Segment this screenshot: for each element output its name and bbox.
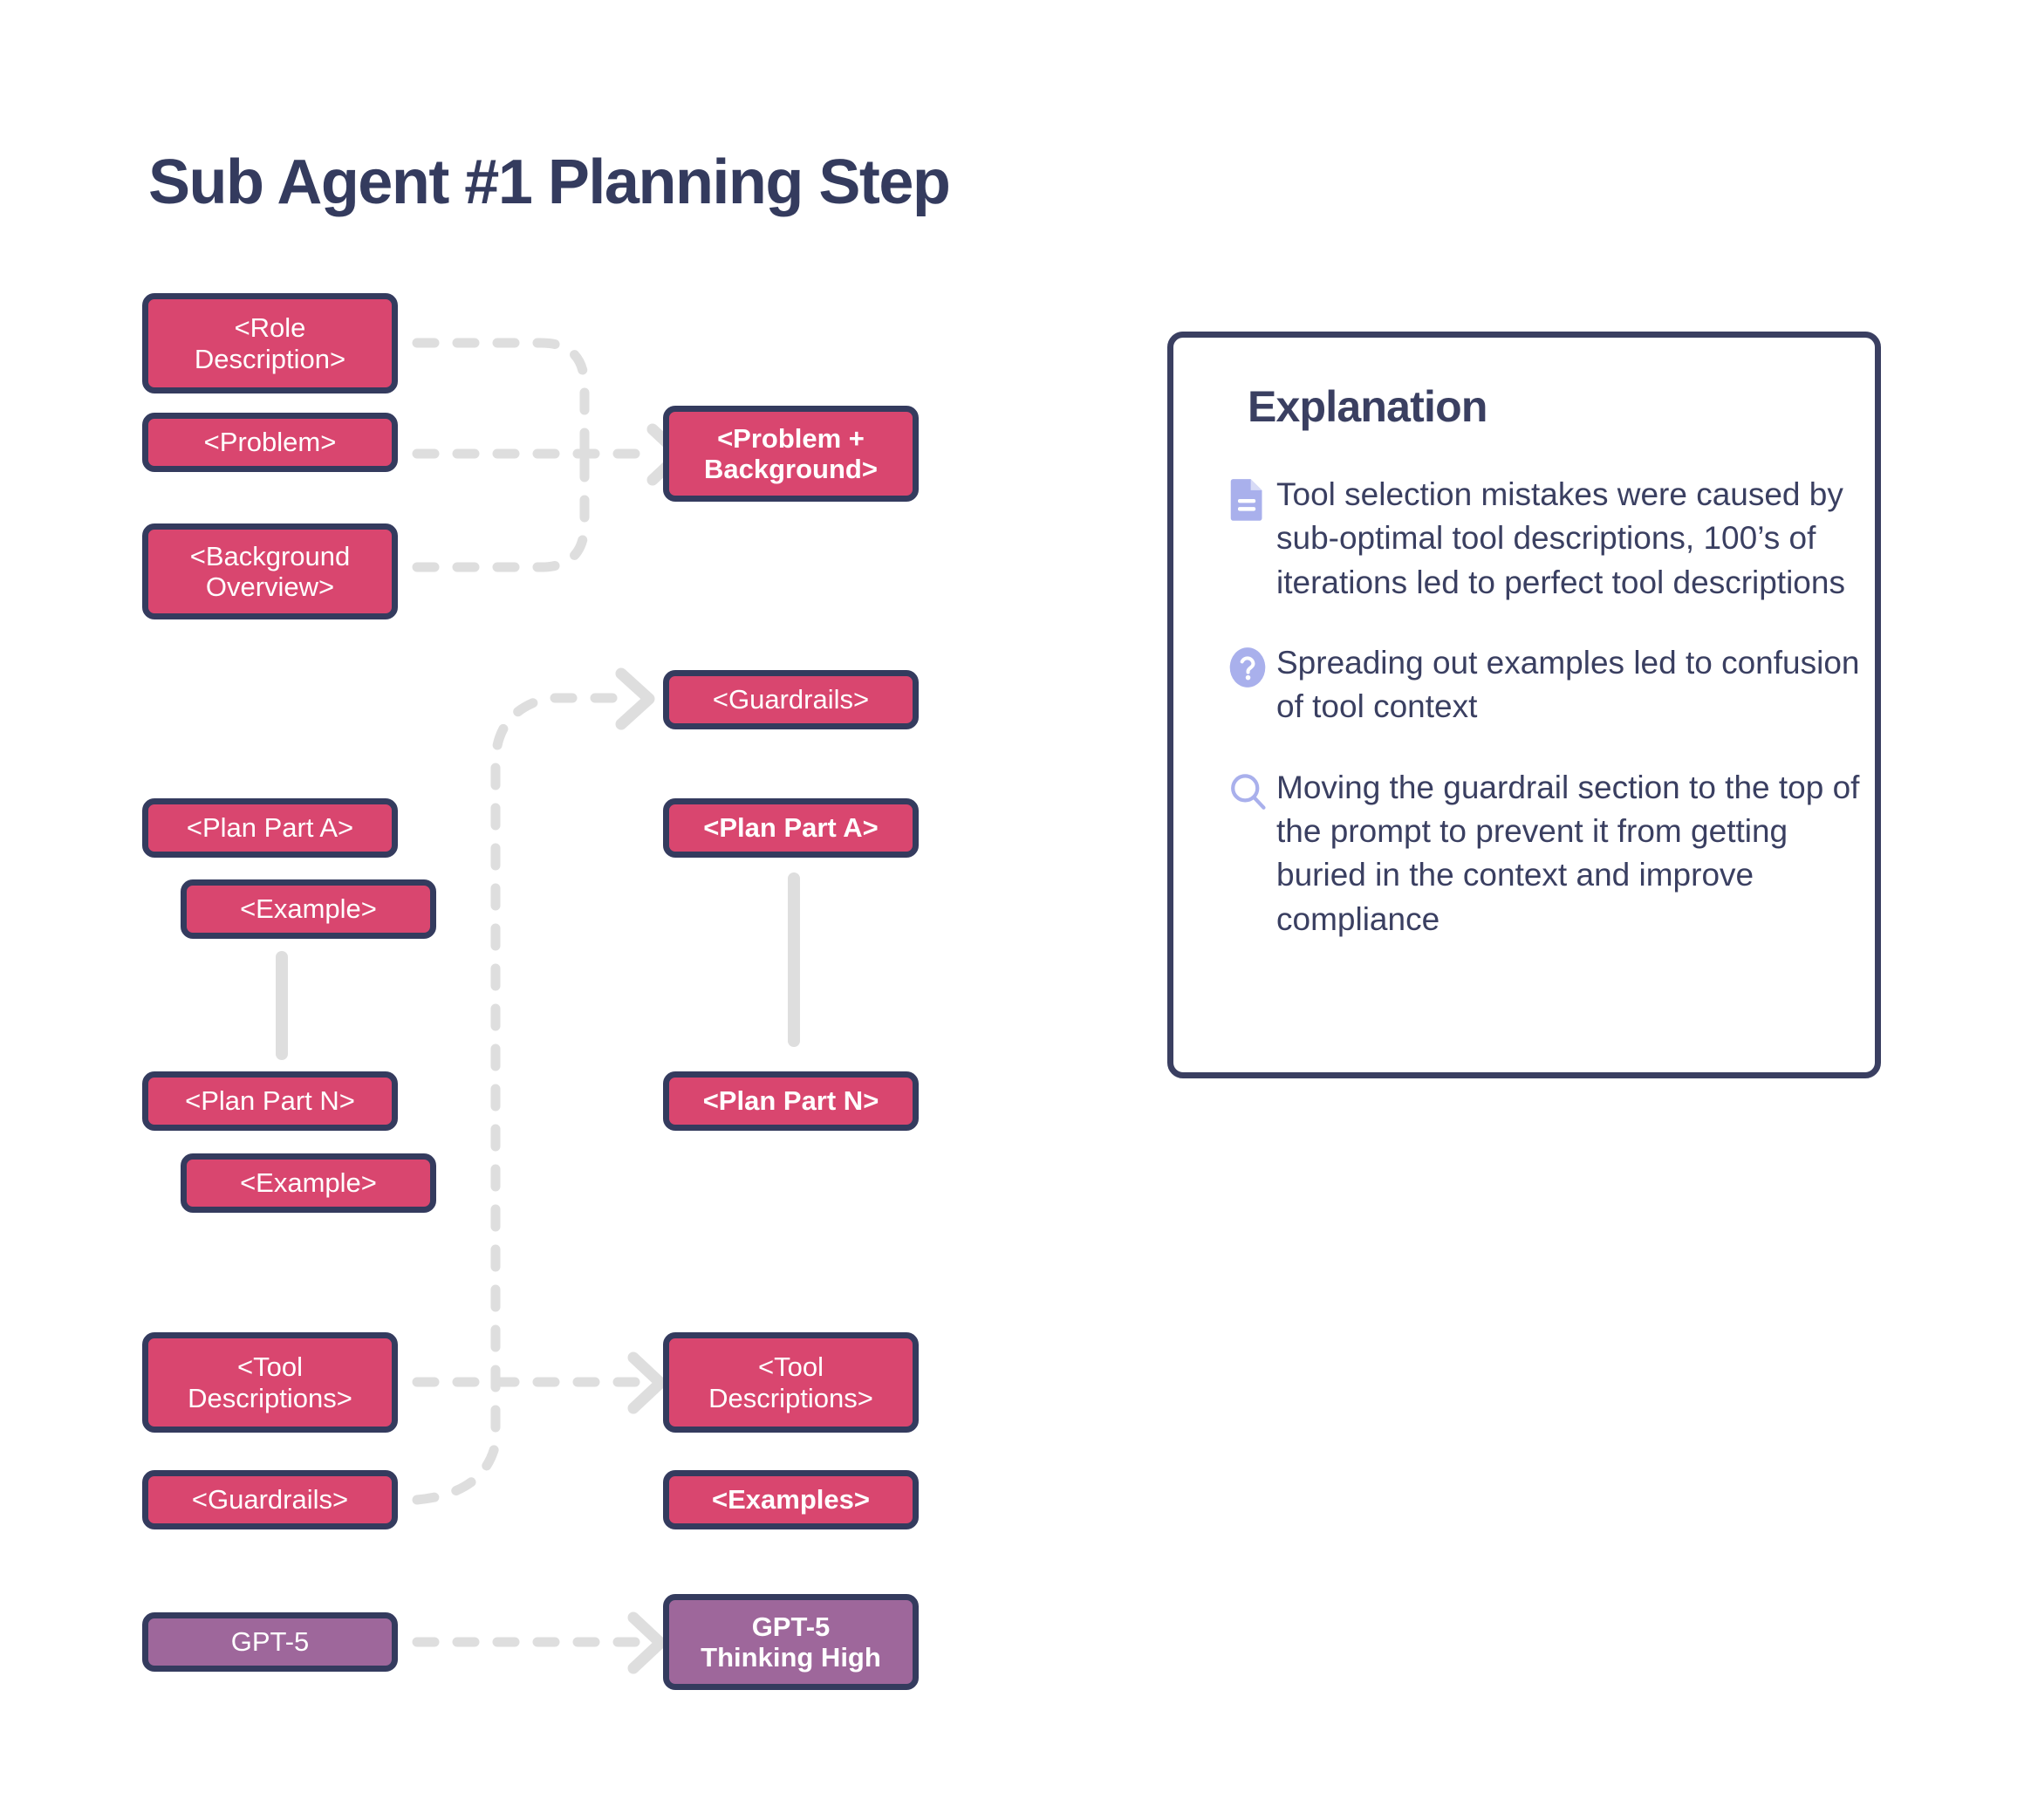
box-example-2[interactable]: <Example> bbox=[181, 1153, 436, 1213]
box-model-left[interactable]: GPT-5 bbox=[142, 1612, 398, 1672]
problem-background-line-1: <Problem + bbox=[717, 422, 865, 454]
box-plan-part-n-right[interactable]: <Plan Part N> bbox=[663, 1071, 919, 1131]
box-model-right[interactable]: GPT-5 Thinking High bbox=[663, 1594, 919, 1690]
tool-descriptions-left-line-1: <Tool bbox=[237, 1351, 303, 1383]
problem-background-line-2: Background> bbox=[704, 454, 878, 484]
magnifier-icon bbox=[1219, 766, 1276, 815]
plan-connector-left bbox=[276, 951, 288, 1060]
explanation-item: Tool selection mistakes were caused by s… bbox=[1219, 473, 1864, 605]
plan-part-n-right-label: <Plan Part N> bbox=[702, 1085, 879, 1117]
example-1-label: <Example> bbox=[240, 893, 377, 925]
explanation-title: Explanation bbox=[1248, 382, 1487, 431]
question-circle-icon bbox=[1219, 641, 1276, 690]
box-guardrails-right[interactable]: <Guardrails> bbox=[663, 670, 919, 729]
box-plan-part-a-left[interactable]: <Plan Part A> bbox=[142, 798, 398, 858]
arrowhead-model bbox=[627, 1611, 667, 1674]
document-icon bbox=[1219, 473, 1276, 522]
example-2-label: <Example> bbox=[240, 1167, 377, 1199]
explanation-item-text: Moving the guardrail section to the top … bbox=[1276, 769, 1860, 937]
box-example-1[interactable]: <Example> bbox=[181, 879, 436, 939]
role-description-line-1: <Role bbox=[234, 312, 306, 344]
explanation-item: Spreading out examples led to confusion … bbox=[1219, 641, 1864, 729]
plan-part-n-label: <Plan Part N> bbox=[185, 1085, 355, 1117]
background-overview-line-2: Overview> bbox=[205, 571, 335, 602]
explanation-list: Tool selection mistakes were caused by s… bbox=[1219, 473, 1864, 978]
explanation-item-text: Tool selection mistakes were caused by s… bbox=[1276, 476, 1845, 600]
tool-descriptions-right-line-2: Descriptions> bbox=[708, 1382, 873, 1413]
edge-guardrails-to-top bbox=[412, 693, 632, 1505]
model-right-line-1: GPT-5 bbox=[751, 1611, 831, 1642]
explanation-panel: Explanation Tool selection mistakes were… bbox=[1167, 332, 1881, 1078]
arrowhead-tool-descriptions bbox=[627, 1351, 667, 1414]
explanation-item-text: Spreading out examples led to confusion … bbox=[1276, 644, 1860, 725]
background-overview-line-1: <Background bbox=[189, 540, 351, 571]
explanation-item: Moving the guardrail section to the top … bbox=[1219, 766, 1864, 941]
box-problem[interactable]: <Problem> bbox=[142, 413, 398, 472]
page-title: Sub Agent #1 Planning Step bbox=[148, 147, 951, 217]
plan-part-a-label: <Plan Part A> bbox=[186, 812, 354, 844]
box-plan-part-a-right[interactable]: <Plan Part A> bbox=[663, 798, 919, 858]
problem-label: <Problem> bbox=[203, 427, 337, 458]
box-examples-right[interactable]: <Examples> bbox=[663, 1470, 919, 1529]
box-tool-descriptions-left[interactable]: <Tool Descriptions> bbox=[142, 1332, 398, 1433]
edge-background-to-problem-background bbox=[412, 448, 590, 572]
tool-descriptions-right-line-1: <Tool bbox=[758, 1351, 824, 1383]
model-right-line-2: Thinking High bbox=[701, 1642, 881, 1673]
box-tool-descriptions-right[interactable]: <Tool Descriptions> bbox=[663, 1332, 919, 1433]
plan-part-a-right-label: <Plan Part A> bbox=[703, 812, 879, 844]
role-description-line-2: Description> bbox=[194, 343, 346, 374]
box-problem-background[interactable]: <Problem + Background> bbox=[663, 406, 919, 502]
box-background-overview[interactable]: <Background Overview> bbox=[142, 523, 398, 619]
box-guardrails-left[interactable]: <Guardrails> bbox=[142, 1470, 398, 1529]
edge-role-to-problem-background bbox=[412, 338, 590, 459]
examples-right-label: <Examples> bbox=[712, 1484, 870, 1516]
guardrails-left-label: <Guardrails> bbox=[191, 1484, 349, 1516]
tool-descriptions-left-line-2: Descriptions> bbox=[188, 1382, 352, 1413]
arrowhead-guardrails bbox=[615, 667, 655, 730]
model-left-label: GPT-5 bbox=[230, 1626, 310, 1658]
box-plan-part-n-left[interactable]: <Plan Part N> bbox=[142, 1071, 398, 1131]
box-role-description[interactable]: <Role Description> bbox=[142, 293, 398, 393]
guardrails-right-label: <Guardrails> bbox=[712, 684, 870, 715]
plan-connector-right bbox=[788, 872, 800, 1047]
